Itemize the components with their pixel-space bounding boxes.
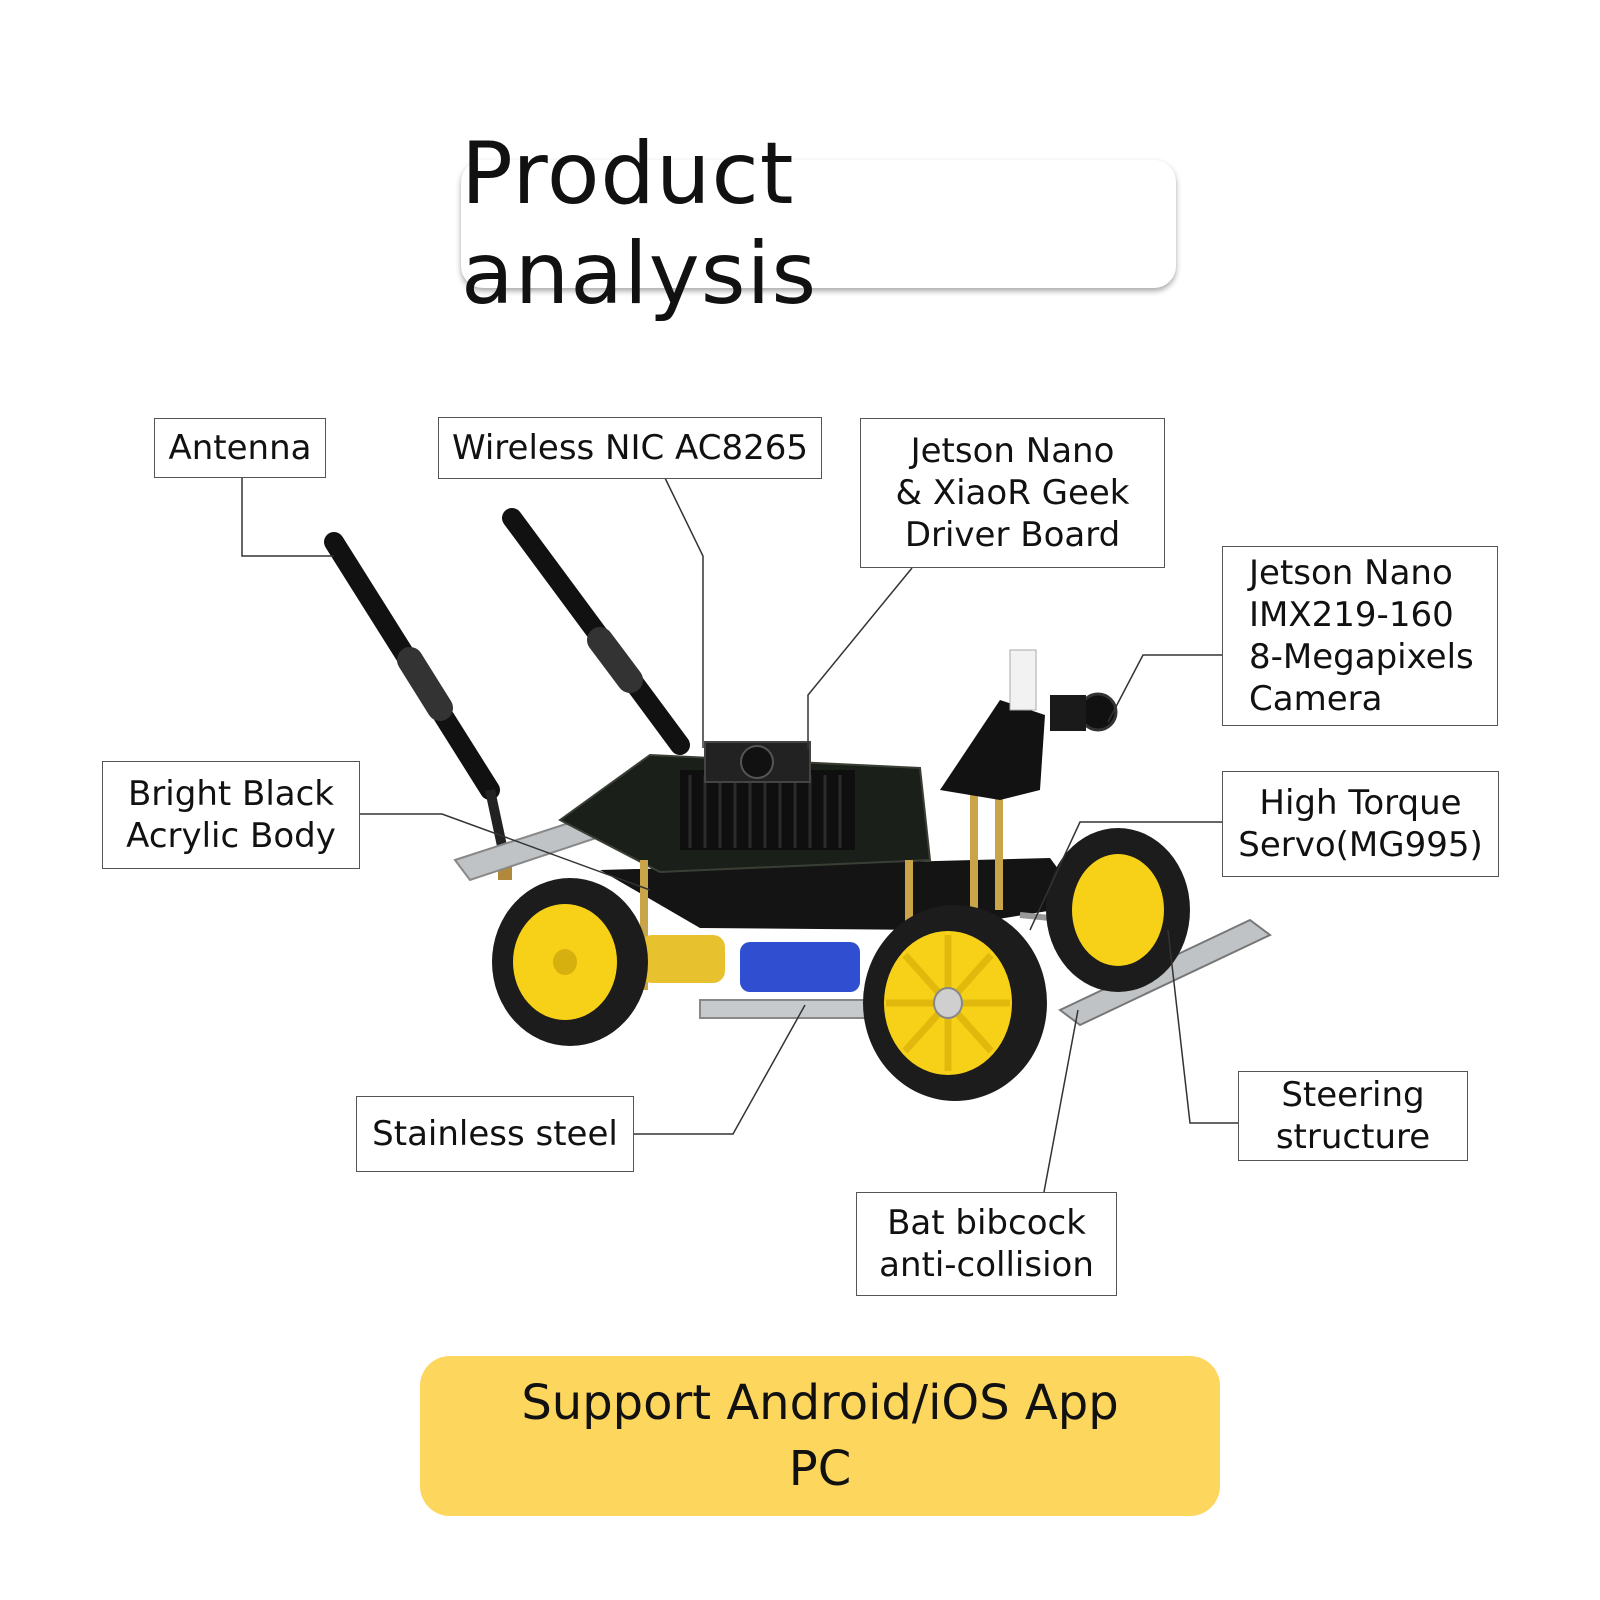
label-servo: High Torque Servo(MG995) — [1222, 771, 1499, 877]
wheel-rear-left — [492, 878, 648, 1046]
label-jetson-board: Jetson Nano & XiaoR Geek Driver Board — [860, 418, 1165, 568]
leader-bumper — [1043, 1009, 1079, 1193]
label-camera: Jetson Nano IMX219-160 8-Megapixels Came… — [1222, 546, 1498, 726]
banner-line-2: PC — [788, 1441, 852, 1497]
label-wireless-nic: Wireless NIC AC8265 — [438, 417, 822, 479]
label-antenna: Antenna — [154, 418, 326, 478]
banner-line-1: Support Android/iOS App — [521, 1375, 1119, 1431]
leader-acrylic-body — [360, 813, 651, 891]
battery — [740, 942, 860, 992]
label-steering: Steering structure — [1238, 1071, 1468, 1161]
leader-stainless — [634, 1004, 806, 1135]
wheel-front-left — [863, 905, 1047, 1101]
label-bumper: Bat bibcock anti-collision — [856, 1192, 1117, 1296]
motor — [640, 935, 725, 983]
wheel-front-right — [1046, 828, 1190, 992]
support-banner: Support Android/iOS App PC — [420, 1356, 1220, 1516]
camera-bracket — [940, 700, 1045, 800]
leader-wireless-nic — [664, 477, 704, 748]
leader-antenna — [241, 476, 334, 557]
leader-camera — [1107, 654, 1225, 723]
label-acrylic-body: Bright Black Acrylic Body — [102, 761, 360, 869]
leader-steering — [1167, 929, 1238, 1124]
label-stainless: Stainless steel — [356, 1096, 634, 1172]
leader-servo — [1029, 821, 1222, 931]
leader-jetson-board — [807, 567, 913, 750]
front-bumper — [1058, 918, 1272, 1027]
antenna-right — [502, 508, 690, 755]
